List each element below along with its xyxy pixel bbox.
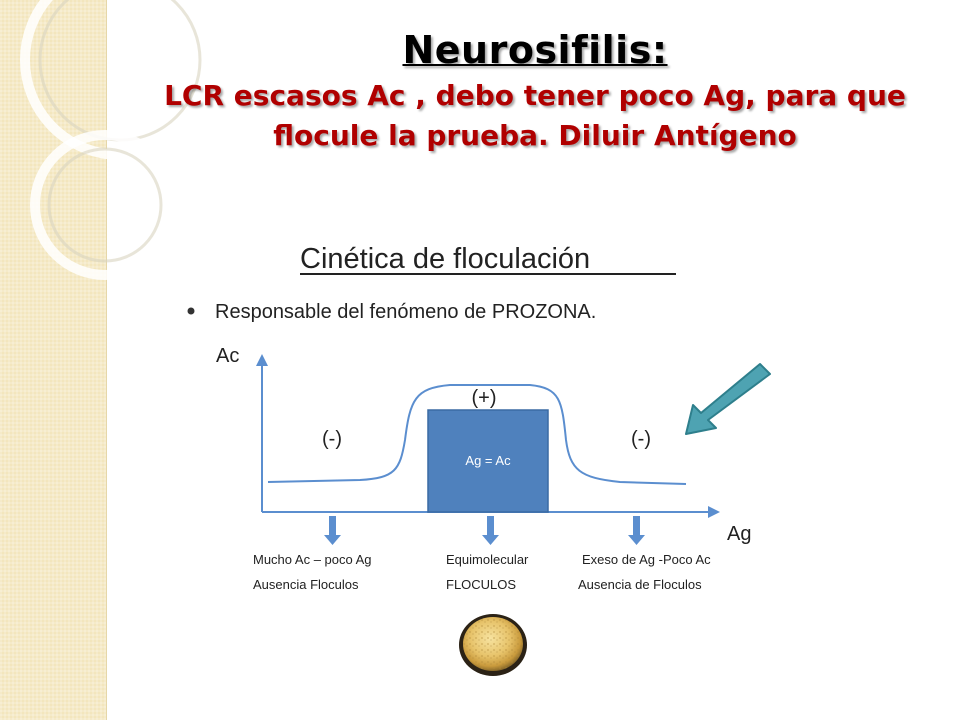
zone-label-right: (-): [631, 428, 651, 450]
zone-label-left: (-): [322, 428, 342, 450]
caption-right-line2: Ausencia de Floculos: [578, 577, 702, 592]
pointer-arrow-icon: [685, 363, 771, 435]
slide-title: Neurosifilis:: [402, 28, 668, 72]
caption-center-line2: FLOCULOS: [446, 577, 516, 592]
equivalence-box: [427, 409, 549, 513]
down-arrow-center: [482, 516, 499, 545]
caption-center-line1: Equimolecular: [446, 552, 529, 567]
down-arrow-left: [324, 516, 341, 545]
slide-subtitle-line2: flocule la prueba. Diluir Antígeno: [273, 119, 797, 152]
y-axis-arrowhead: [256, 354, 268, 366]
y-axis-label: Ac: [216, 345, 239, 367]
zone-label-center: (+): [472, 387, 497, 409]
x-axis-arrowhead: [708, 506, 720, 518]
down-arrow-right: [628, 516, 645, 545]
bullet-dot: [187, 307, 195, 315]
slide-title-block: Neurosifilis: LCR escasos Ac , debo tene…: [110, 24, 960, 156]
diagram-heading: Cinética de floculación: [300, 243, 590, 275]
caption-right-line1: Exeso de Ag -Poco Ac: [582, 552, 711, 567]
x-axis-label: Ag: [727, 523, 751, 545]
flocculation-curve: [267, 384, 687, 485]
floccules-sample-image: [459, 614, 527, 676]
caption-left-line1: Mucho Ac – poco Ag: [253, 552, 372, 567]
slide-subtitle-line1: LCR escasos Ac , debo tener poco Ag, par…: [164, 79, 906, 112]
bullet-text: Responsable del fenómeno de PROZONA.: [215, 301, 596, 323]
equivalence-box-label: Ag = Ac: [465, 453, 511, 468]
decorative-side-strip: [0, 0, 107, 720]
caption-left-line2: Ausencia Floculos: [253, 577, 359, 592]
